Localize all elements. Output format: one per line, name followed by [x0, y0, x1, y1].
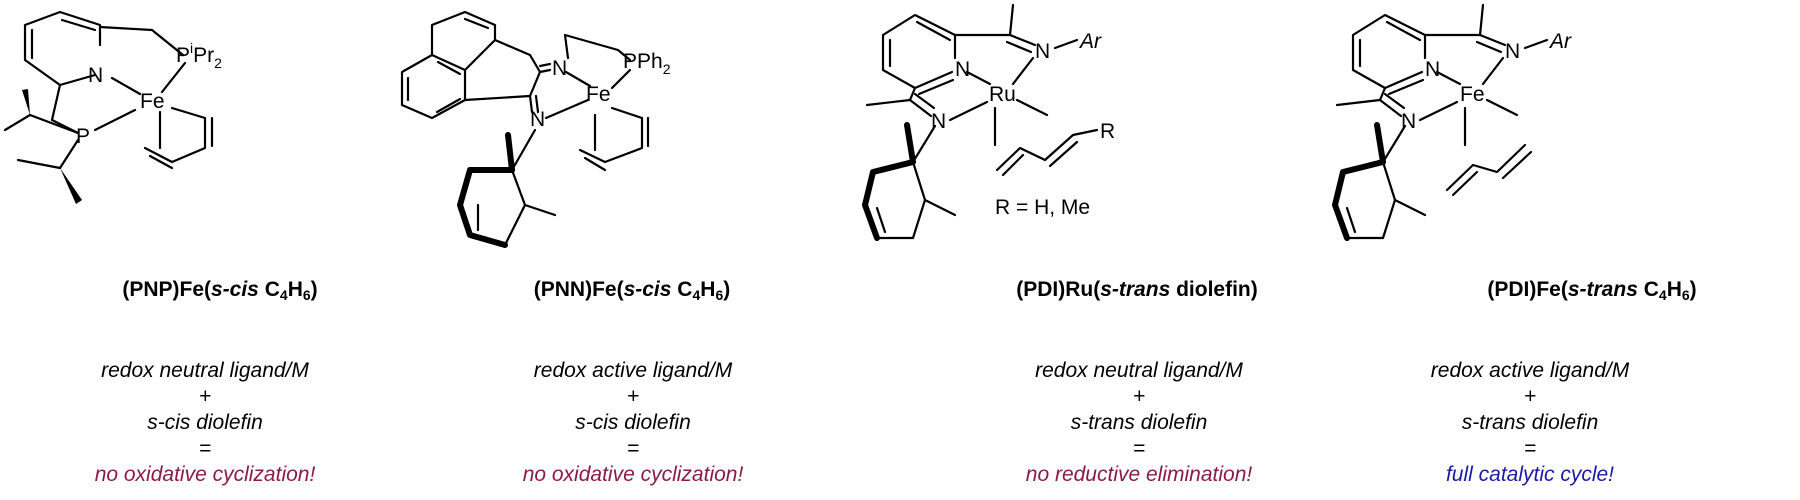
ar-label: Ar: [1078, 30, 1102, 53]
structure-pnp-fe: N Fe P PiPr2: [0, 0, 450, 270]
structure-pdi-fe: N N N Fe Ar: [1325, 0, 1775, 270]
n-atom-label-pyridine: N: [955, 58, 970, 81]
n-atom-label-upper: N: [552, 57, 567, 80]
pnn-fe-drawing: N N Fe PPh2: [400, 10, 671, 248]
description-3: redox neutral ligand/M + s-trans diolefi…: [914, 358, 1364, 488]
complex-name-4: (PDI)Fe(s-trans C4H6): [1487, 278, 1697, 303]
plus-sign: +: [626, 385, 640, 408]
n-atom-label-left: N: [1401, 110, 1416, 133]
description-1: redox neutral ligand/M + s-cis diolefin …: [0, 358, 430, 488]
conclusion-text: no oxidative cyclization!: [94, 463, 316, 486]
diolefin-type: s-trans diolefin: [1070, 411, 1208, 434]
conclusion-text: no reductive elimination!: [1025, 463, 1253, 486]
equals-sign: =: [198, 437, 212, 460]
metal-label: Fe: [1460, 83, 1485, 106]
ar-label: Ar: [1548, 30, 1572, 53]
ligand-type: redox neutral ligand/M: [101, 359, 309, 382]
metal-label: Ru: [989, 83, 1016, 106]
plus-sign: +: [1523, 385, 1537, 408]
plus-sign: +: [1132, 385, 1146, 408]
r-definition: R = H, Me: [995, 196, 1090, 219]
complex-name-1: (PNP)Fe(s-cis C4H6): [122, 278, 318, 303]
ligand-type: redox active ligand/M: [533, 359, 733, 382]
metal-label: Fe: [140, 90, 165, 113]
diolefin-type: s-trans diolefin: [1461, 411, 1599, 434]
equals-sign: =: [1132, 437, 1146, 460]
pnp-fe-drawing: N Fe P PiPr2: [3, 10, 222, 204]
description-4: redox active ligand/M + s-trans diolefin…: [1305, 358, 1755, 488]
plus-sign: +: [198, 385, 212, 408]
complex-name-3: (PDI)Ru(s-trans diolefin): [1016, 278, 1258, 301]
conclusion-text: full catalytic cycle!: [1445, 463, 1615, 486]
structure-pdi-ru: N N N Ru Ar R R = H, Me: [855, 0, 1305, 270]
n-atom-label-left: N: [931, 110, 946, 133]
diolefin-type: s-cis diolefin: [147, 411, 263, 434]
pipr2-label: PiPr2: [176, 40, 222, 71]
ligand-type: redox active ligand/M: [1430, 359, 1630, 382]
n-atom-label: N: [88, 64, 103, 87]
r-label: R: [1100, 120, 1115, 143]
ligand-type: redox neutral ligand/M: [1035, 359, 1243, 382]
diolefin-type: s-cis diolefin: [575, 411, 691, 434]
pdi-ru-drawing: N N N Ru Ar R R = H, Me: [862, 3, 1115, 241]
equals-sign: =: [626, 437, 640, 460]
equals-sign: =: [1523, 437, 1537, 460]
description-2: redox active ligand/M + s-cis diolefin =…: [408, 358, 858, 488]
conclusion-text: no oxidative cyclization!: [522, 463, 744, 486]
pph2-label: PPh2: [623, 50, 671, 77]
p-atom-label: P: [76, 125, 90, 148]
n-atom-label-lower: N: [530, 108, 545, 131]
n-atom-label-right: N: [1035, 40, 1050, 63]
n-atom-label-pyridine: N: [1425, 58, 1440, 81]
complex-name-2: (PNN)Fe(s-cis C4H6): [533, 278, 731, 303]
structure-pnn-fe: N N Fe PPh2: [390, 0, 840, 270]
n-atom-label-right: N: [1505, 40, 1520, 63]
metal-label: Fe: [586, 83, 611, 106]
pdi-fe-drawing: N N N Fe Ar: [1332, 3, 1572, 241]
